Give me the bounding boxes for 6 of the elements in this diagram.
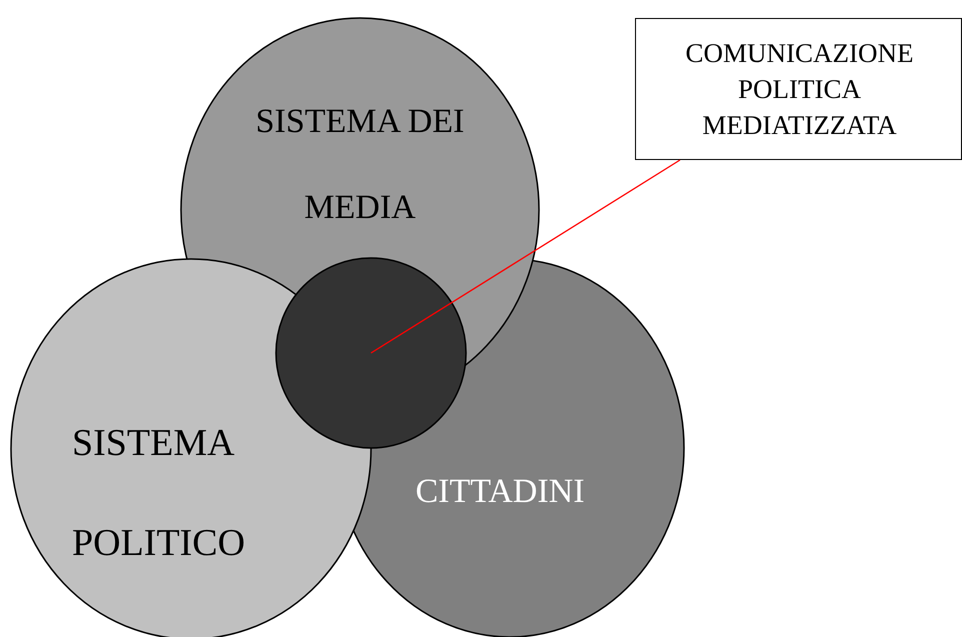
node-label: CITTADINI	[414, 472, 586, 512]
node-label: SISTEMA DEI MEDIA	[254, 102, 466, 228]
callout-box	[635, 18, 962, 160]
leader-line	[370, 159, 680, 354]
node-label: COMUNICAZIONE POLITICA MEDIATIZZATA	[684, 37, 914, 142]
node-label: SISTEMA POLITICO	[72, 421, 246, 566]
